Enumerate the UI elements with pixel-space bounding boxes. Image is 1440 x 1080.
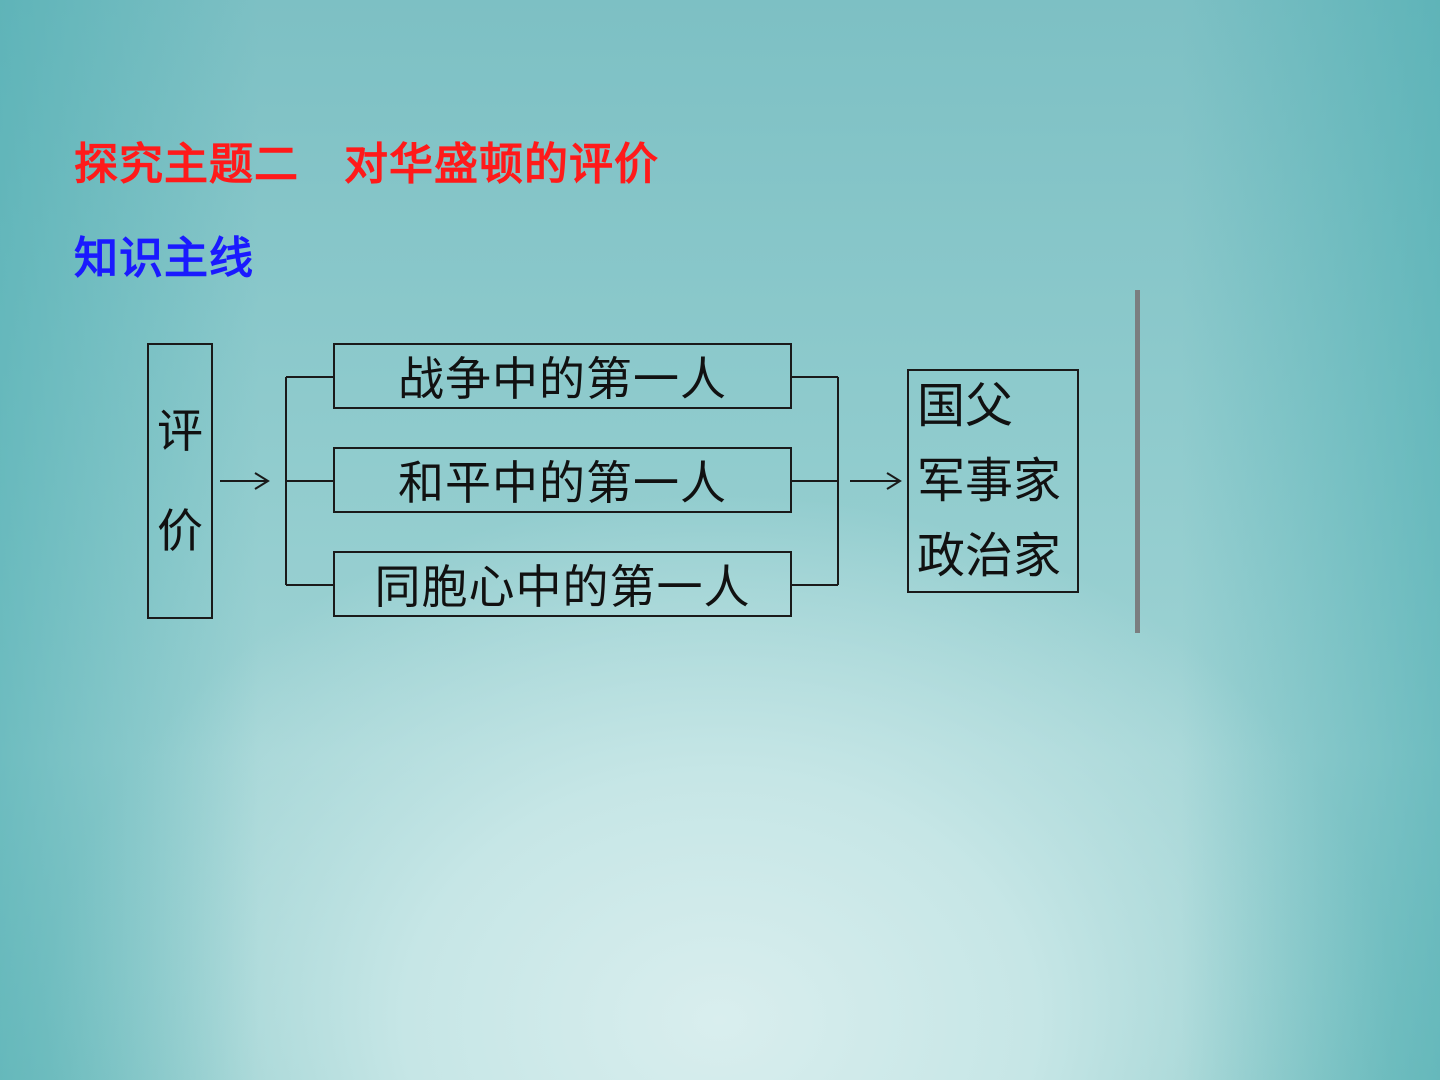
result-line-2: 军事家: [917, 452, 1062, 509]
section-subtitle: 知识主线: [74, 233, 254, 284]
result-line-1: 国父: [917, 377, 1014, 434]
item-box-war: 战争中的第一人: [333, 343, 792, 409]
evaluation-char-2: 价: [157, 504, 203, 558]
result-box: 国父 军事家 政治家: [907, 369, 1079, 593]
evaluation-char-1: 评: [157, 404, 203, 458]
vertical-divider: [1135, 290, 1140, 633]
item-box-countrymen: 同胞心中的第一人: [333, 551, 792, 617]
page-title: 探究主题二 对华盛顿的评价: [74, 139, 659, 190]
evaluation-box: 评 价: [147, 343, 213, 619]
item-box-peace: 和平中的第一人: [333, 447, 792, 513]
arrow-left-head: [254, 472, 270, 490]
arrow-right-head: [886, 472, 902, 490]
result-line-3: 政治家: [917, 527, 1062, 584]
